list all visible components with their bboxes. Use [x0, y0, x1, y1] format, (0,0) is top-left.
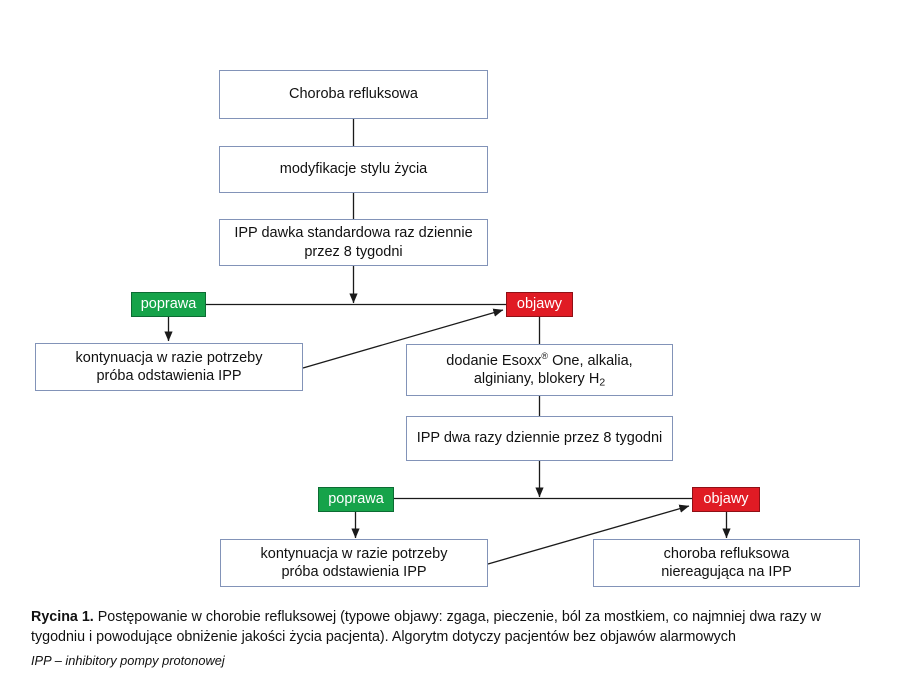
- node-label: modyfikacje stylu życia: [279, 161, 428, 178]
- node-label: kontynuacja w razie potrzeby próba odsta…: [260, 545, 448, 580]
- node-objawy-1[interactable]: objawy: [506, 292, 573, 317]
- node-label: objawy: [516, 296, 563, 313]
- node-poprawa-2[interactable]: poprawa: [318, 487, 394, 512]
- node-label: poprawa: [328, 491, 384, 508]
- figure-caption-text: Postępowanie w chorobie refluksowej (typ…: [31, 609, 821, 646]
- node-label: dodanie Esoxx® One, alkalia,alginiany, b…: [446, 351, 633, 389]
- node-ipp-raz-dziennie[interactable]: IPP dawka standardowa raz dziennie przez…: [219, 219, 488, 266]
- node-label: choroba refluksowa niereagująca na IPP: [661, 545, 792, 580]
- node-kontynuacja-2[interactable]: kontynuacja w razie potrzeby próba odsta…: [220, 539, 488, 587]
- subscript-two: 2: [599, 377, 606, 389]
- figure-footnote: IPP – inhibitory pompy protonowej: [31, 652, 225, 668]
- node-label: poprawa: [140, 296, 197, 313]
- node-choroba-refluksowa[interactable]: Choroba refluksowa: [219, 70, 488, 119]
- node-label: IPP dwa razy dziennie przez 8 tygodni: [416, 430, 663, 447]
- node-label: Choroba refluksowa: [289, 86, 418, 103]
- node-label: kontynuacja w razie potrzeby próba odsta…: [75, 349, 263, 384]
- figure-caption: Rycina 1. Postępowanie w chorobie refluk…: [31, 607, 871, 670]
- node-choroba-niereagujaca[interactable]: choroba refluksowa niereagująca na IPP: [593, 539, 860, 587]
- node-label: objawy: [703, 491, 749, 508]
- node-kontynuacja-1[interactable]: kontynuacja w razie potrzeby próba odsta…: [35, 343, 303, 391]
- node-modyfikacje-stylu-zycia[interactable]: modyfikacje stylu życia: [219, 146, 488, 193]
- figure-number-label: Rycina 1.: [31, 609, 94, 625]
- node-dodanie-esoxx[interactable]: dodanie Esoxx® One, alkalia,alginiany, b…: [406, 344, 673, 396]
- node-label: IPP dawka standardowa raz dziennie przez…: [234, 225, 473, 260]
- node-poprawa-1[interactable]: poprawa: [131, 292, 206, 317]
- node-ipp-dwa-razy[interactable]: IPP dwa razy dziennie przez 8 tygodni: [406, 416, 673, 461]
- node-objawy-2[interactable]: objawy: [692, 487, 760, 512]
- registered-trademark-icon: ®: [541, 351, 549, 362]
